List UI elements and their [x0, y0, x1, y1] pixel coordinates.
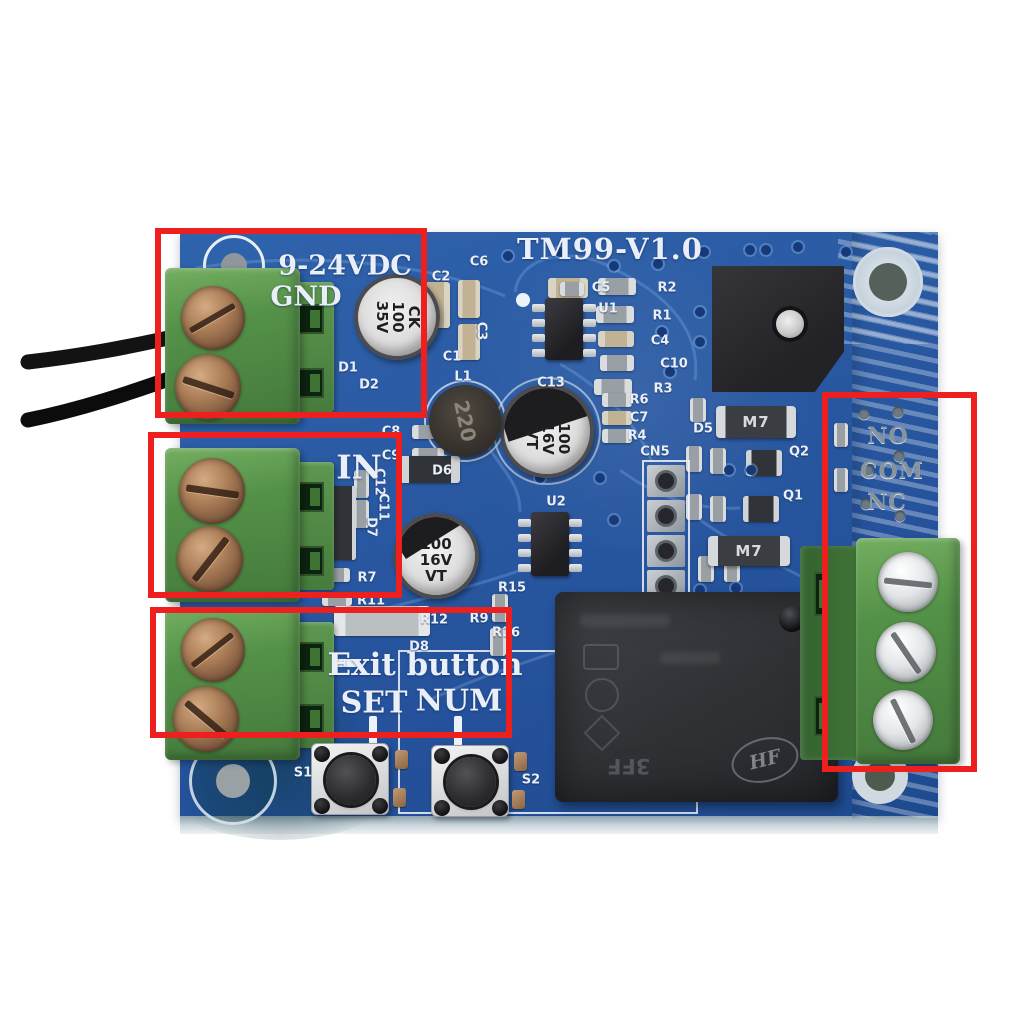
- relay-output-region: [822, 392, 977, 772]
- power-input-region: [155, 228, 427, 418]
- relay-brand-logo: HF: [726, 730, 804, 790]
- header-cn5: [642, 460, 690, 606]
- num-pointer-line: [454, 716, 462, 746]
- terminal1-power: [165, 268, 300, 424]
- board-bottom-edge: [180, 816, 938, 834]
- header-cn5-pin: [647, 500, 685, 532]
- inductor-marking: 220: [448, 398, 482, 444]
- header-cn5-pin: [647, 465, 685, 497]
- diode-m7-bottom: M7: [708, 536, 790, 566]
- capacitor-low-marking: 100 16V VT: [419, 534, 453, 585]
- label-set: SET: [340, 685, 408, 721]
- terminal2-input: [165, 448, 300, 602]
- buzzer: [712, 266, 844, 392]
- set-pointer-line: [369, 716, 377, 746]
- mounting-hole-top-right-bore: [869, 263, 907, 301]
- trigger-input-region: [148, 432, 402, 598]
- ic-u1: [532, 298, 596, 360]
- terminal-output: [856, 538, 960, 764]
- silkscreen-dot: [516, 293, 530, 307]
- buzzer-hole: [776, 310, 804, 338]
- board-title: TM99-V1.0: [517, 232, 703, 266]
- label-input: IN: [336, 447, 382, 487]
- exit-button-region: [150, 607, 512, 738]
- diode-m7-bottom-marking: M7: [735, 542, 763, 560]
- label-relay-nc: NC: [867, 489, 907, 515]
- header-cn5-pin: [647, 535, 685, 567]
- inductor-l1: 220: [429, 385, 501, 457]
- label-exit-button: Exit button: [327, 647, 523, 683]
- set-button-switch[interactable]: [311, 743, 389, 815]
- label-power-positive: 9-24VDC: [278, 250, 412, 282]
- label-relay-no: NO: [867, 423, 909, 449]
- relay-brand-text: HF: [747, 745, 783, 775]
- capacitor-low: 100 16V VT: [393, 513, 479, 599]
- diode-m7-top-marking: M7: [742, 413, 770, 431]
- relay-model-marking: 3FF: [607, 754, 651, 778]
- capacitor-c13: 100 16V VT: [500, 384, 594, 478]
- ic-u2: [518, 512, 582, 576]
- capacitor-c13-marking: 100 16V VT: [523, 422, 573, 455]
- diode-m7-top: M7: [716, 406, 796, 438]
- label-power-ground: GND: [270, 281, 342, 313]
- relay: 3FF HF: [555, 592, 842, 802]
- mounting-hole-bottom-left-bore: [216, 764, 250, 798]
- exit-button-pointer-line: [320, 659, 360, 667]
- label-relay-com: COM: [859, 458, 925, 484]
- label-num: NUM: [415, 683, 503, 719]
- num-button-switch[interactable]: [431, 745, 509, 817]
